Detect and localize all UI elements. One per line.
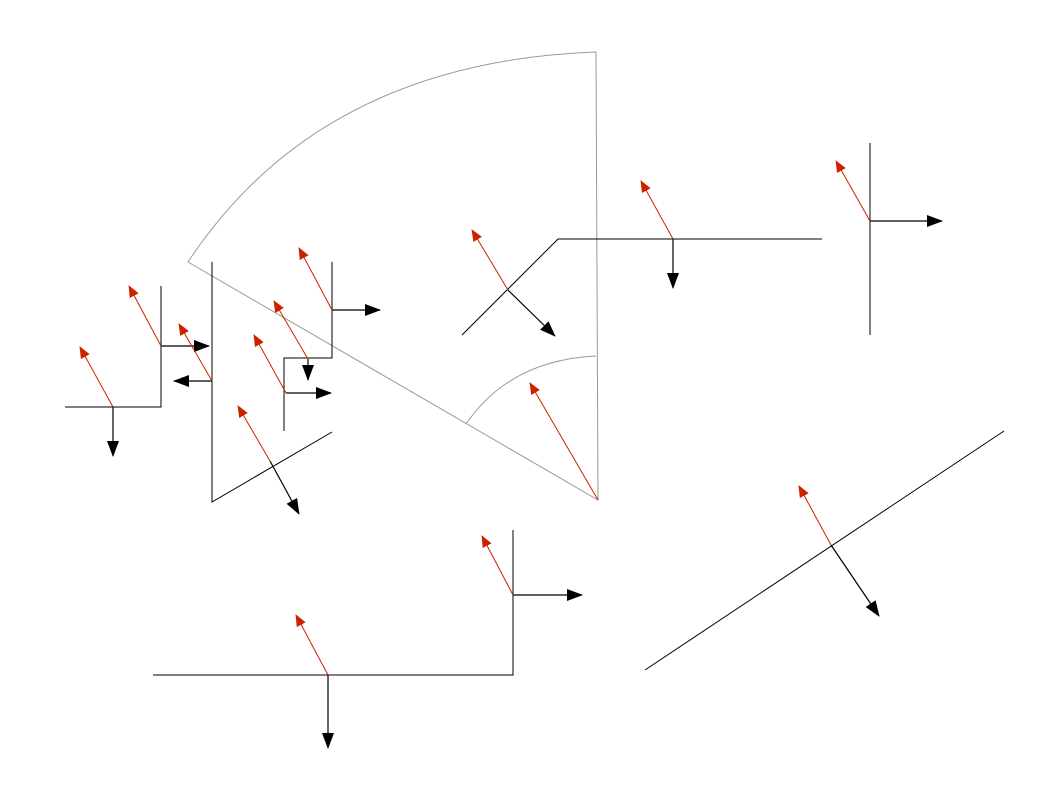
ray-arrow-4 <box>237 405 271 462</box>
ray-arrow-6 <box>273 300 309 360</box>
ray-arrow-14 <box>798 485 832 546</box>
ray-arrow-12 <box>295 614 329 676</box>
wall-segments <box>65 143 1005 676</box>
ray-arrow-7 <box>298 247 333 311</box>
ray-arrow-13 <box>529 382 599 501</box>
ray-arrow-11 <box>481 535 514 596</box>
normal-arrow-13 <box>830 544 880 617</box>
ray-arrow-5 <box>253 334 287 394</box>
sector-outline <box>187 51 599 501</box>
wall-segment-3 <box>283 262 333 431</box>
arc-sector <box>187 51 599 501</box>
inner-arc <box>465 355 597 425</box>
ray-arrow-8 <box>471 229 509 291</box>
ray-arrow-3 <box>178 323 213 382</box>
wall-segment-6 <box>153 530 514 676</box>
wall-segment-4 <box>461 238 822 336</box>
ray-arrow-1 <box>79 346 114 408</box>
wall-segment-2 <box>211 262 333 503</box>
wall-segment-7 <box>644 430 1005 671</box>
normal-arrow-4 <box>269 460 300 515</box>
ray-arrow-2 <box>128 285 162 347</box>
ray-arrow-10 <box>835 160 871 222</box>
incident-ray-arrows <box>79 160 871 676</box>
normal-vector-arrows <box>107 215 943 749</box>
normal-arrow-8 <box>507 289 556 337</box>
ray-arrow-9 <box>640 180 674 240</box>
wall-segment-1 <box>65 286 162 408</box>
